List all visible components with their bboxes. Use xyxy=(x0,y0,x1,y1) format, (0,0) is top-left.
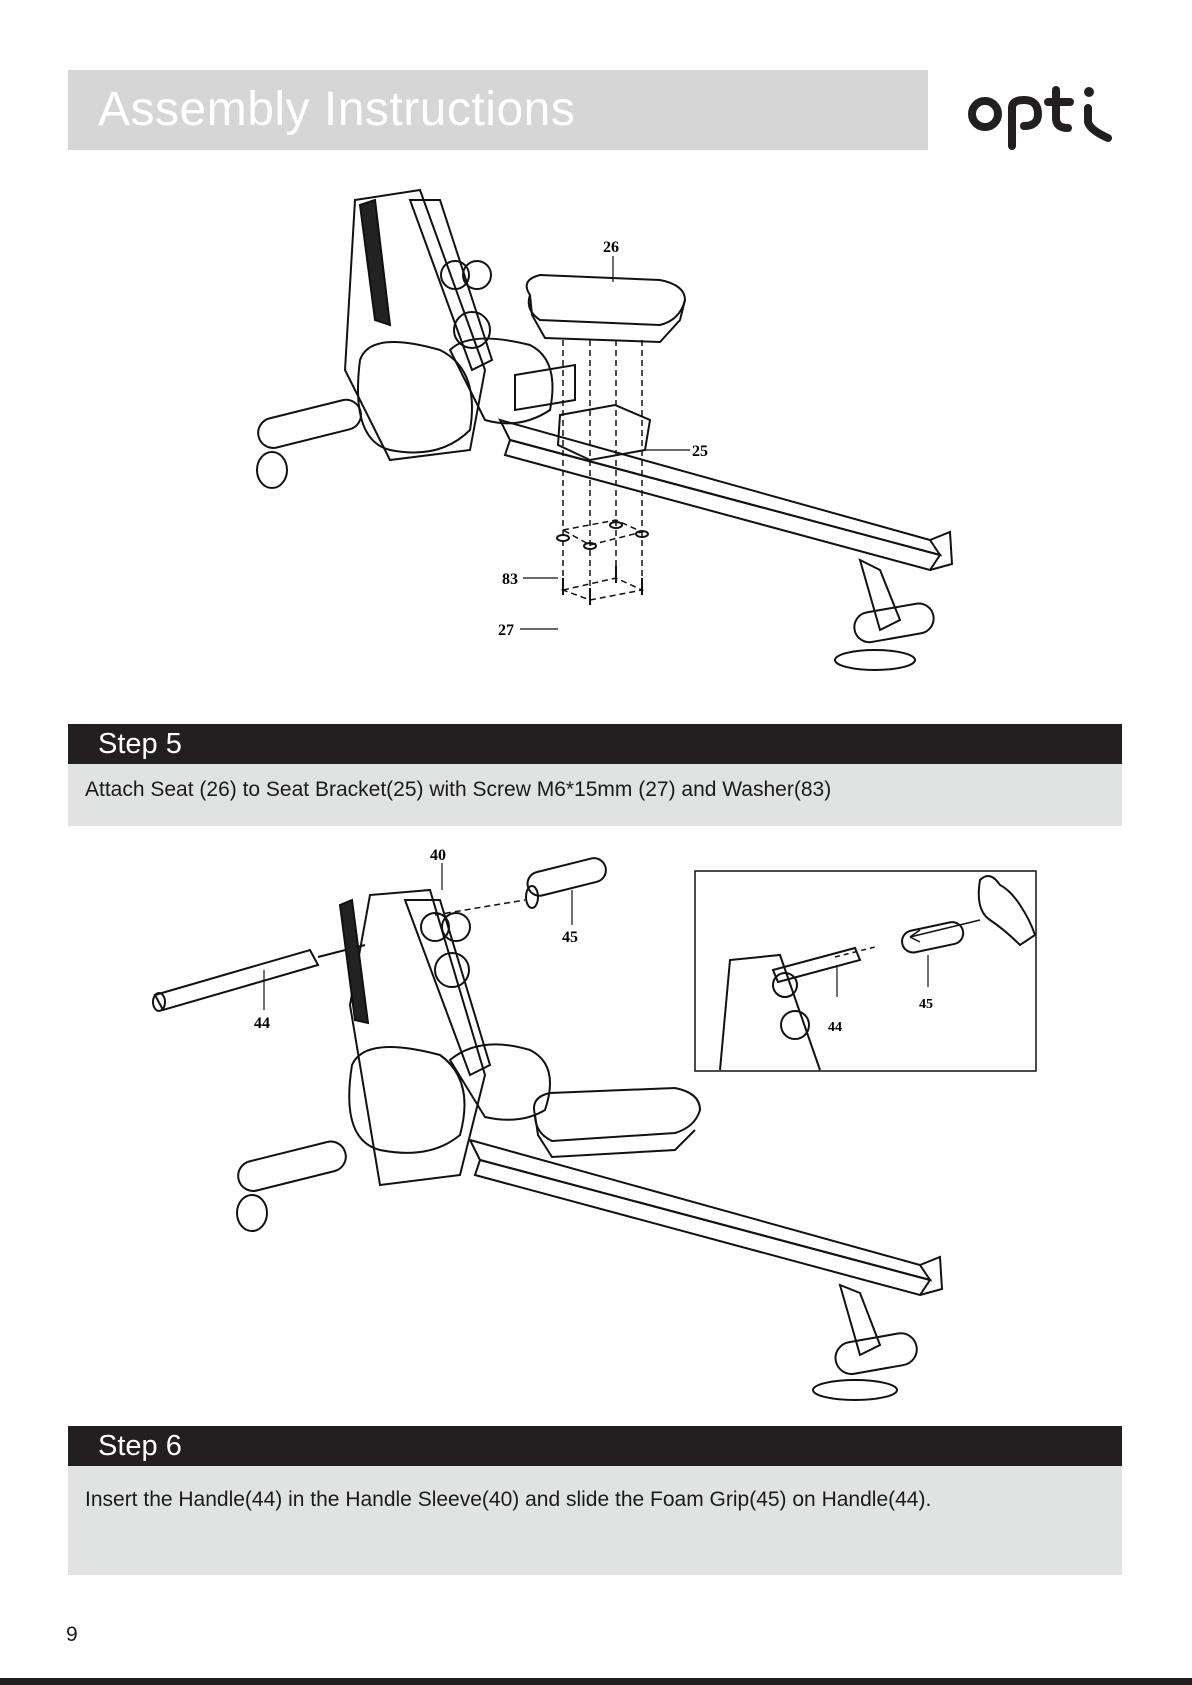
step6-heading: Step 6 xyxy=(98,1430,182,1463)
step5-instruction-box: Attach Seat (26) to Seat Bracket(25) wit… xyxy=(68,764,1122,826)
label-44: 44 xyxy=(254,1015,270,1032)
step6-instruction: Insert the Handle(44) in the Handle Slee… xyxy=(85,1488,931,1512)
inset-label-44: 44 xyxy=(828,1020,842,1035)
label-45: 45 xyxy=(562,929,578,946)
step6-diagram: 40 45 44 44 45 xyxy=(140,845,1040,1415)
step6-instruction-box: Insert the Handle(44) in the Handle Slee… xyxy=(68,1466,1122,1575)
page-number: 9 xyxy=(66,1623,78,1647)
step6-header: Step 6 xyxy=(68,1426,1122,1466)
step5-instruction: Attach Seat (26) to Seat Bracket(25) wit… xyxy=(85,778,831,802)
brand-logo xyxy=(962,78,1118,150)
step5-heading: Step 5 xyxy=(98,728,182,761)
inset-label-45: 45 xyxy=(919,997,933,1012)
step5-header: Step 5 xyxy=(68,724,1122,764)
step5-diagram: 26 25 83 27 xyxy=(240,160,960,720)
label-25: 25 xyxy=(692,443,708,460)
footer-rule xyxy=(0,1678,1192,1685)
label-83: 83 xyxy=(502,571,518,588)
label-27: 27 xyxy=(498,622,514,639)
title-bar: Assembly Instructions xyxy=(68,70,928,150)
label-40: 40 xyxy=(430,847,446,864)
label-26: 26 xyxy=(603,239,619,256)
page-title: Assembly Instructions xyxy=(98,82,575,137)
